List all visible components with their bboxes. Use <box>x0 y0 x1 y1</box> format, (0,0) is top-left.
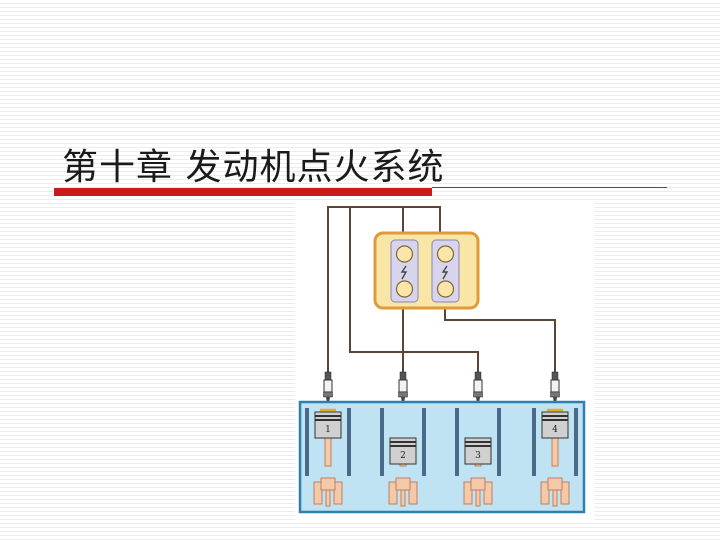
ignition-system-diagram: 1 2 3 4 <box>295 200 595 520</box>
crankshaft-throw <box>388 477 418 507</box>
ignition-wires <box>327 206 556 372</box>
connecting-rod <box>551 435 559 467</box>
cylinder: 2 <box>380 408 426 507</box>
coil-terminal <box>395 245 414 263</box>
crankshaft-throw <box>463 477 493 507</box>
coil-terminal <box>436 280 455 298</box>
title-underline-thin <box>432 187 667 188</box>
cylinder-wall <box>455 408 459 476</box>
cylinder: 4 <box>532 408 578 507</box>
title-underline <box>54 188 432 196</box>
connecting-rod <box>324 435 332 467</box>
cylinder: 3 <box>455 408 501 507</box>
coil-terminal <box>436 245 455 263</box>
cylinder: 1 <box>305 408 351 507</box>
piston <box>464 437 492 465</box>
cylinder-number-label: 4 <box>552 425 558 435</box>
coil-terminal <box>395 280 414 298</box>
cylinder-number-label: 1 <box>325 425 331 435</box>
piston <box>314 411 342 439</box>
slide-title: 第十章 发动机点火系统 <box>62 147 445 188</box>
ignition-wire-cyl1 <box>327 206 441 372</box>
cylinder-wall <box>574 408 578 476</box>
cylinder-wall <box>305 408 309 476</box>
ignition-wire-cyl3 <box>349 207 479 372</box>
piston <box>541 411 569 439</box>
cylinder-wall <box>497 408 501 476</box>
piston <box>389 437 417 465</box>
spark-plugs <box>323 371 560 410</box>
ignition-wire-cyl4 <box>444 302 556 372</box>
crankshaft-throw <box>313 477 343 507</box>
cylinder-wall <box>380 408 384 476</box>
spark-icon <box>400 265 408 280</box>
coil-pack-housing <box>373 231 480 310</box>
coil-pack <box>373 231 480 310</box>
cylinders: 1 2 3 4 <box>305 408 578 507</box>
cylinder-wall <box>422 408 426 476</box>
cylinder-number-label: 2 <box>400 451 406 461</box>
cylinder-number-label: 3 <box>475 451 481 461</box>
cylinder-wall <box>347 408 351 476</box>
cylinder-wall <box>532 408 536 476</box>
crankshaft-throw <box>540 477 570 507</box>
spark-icon <box>441 265 449 280</box>
